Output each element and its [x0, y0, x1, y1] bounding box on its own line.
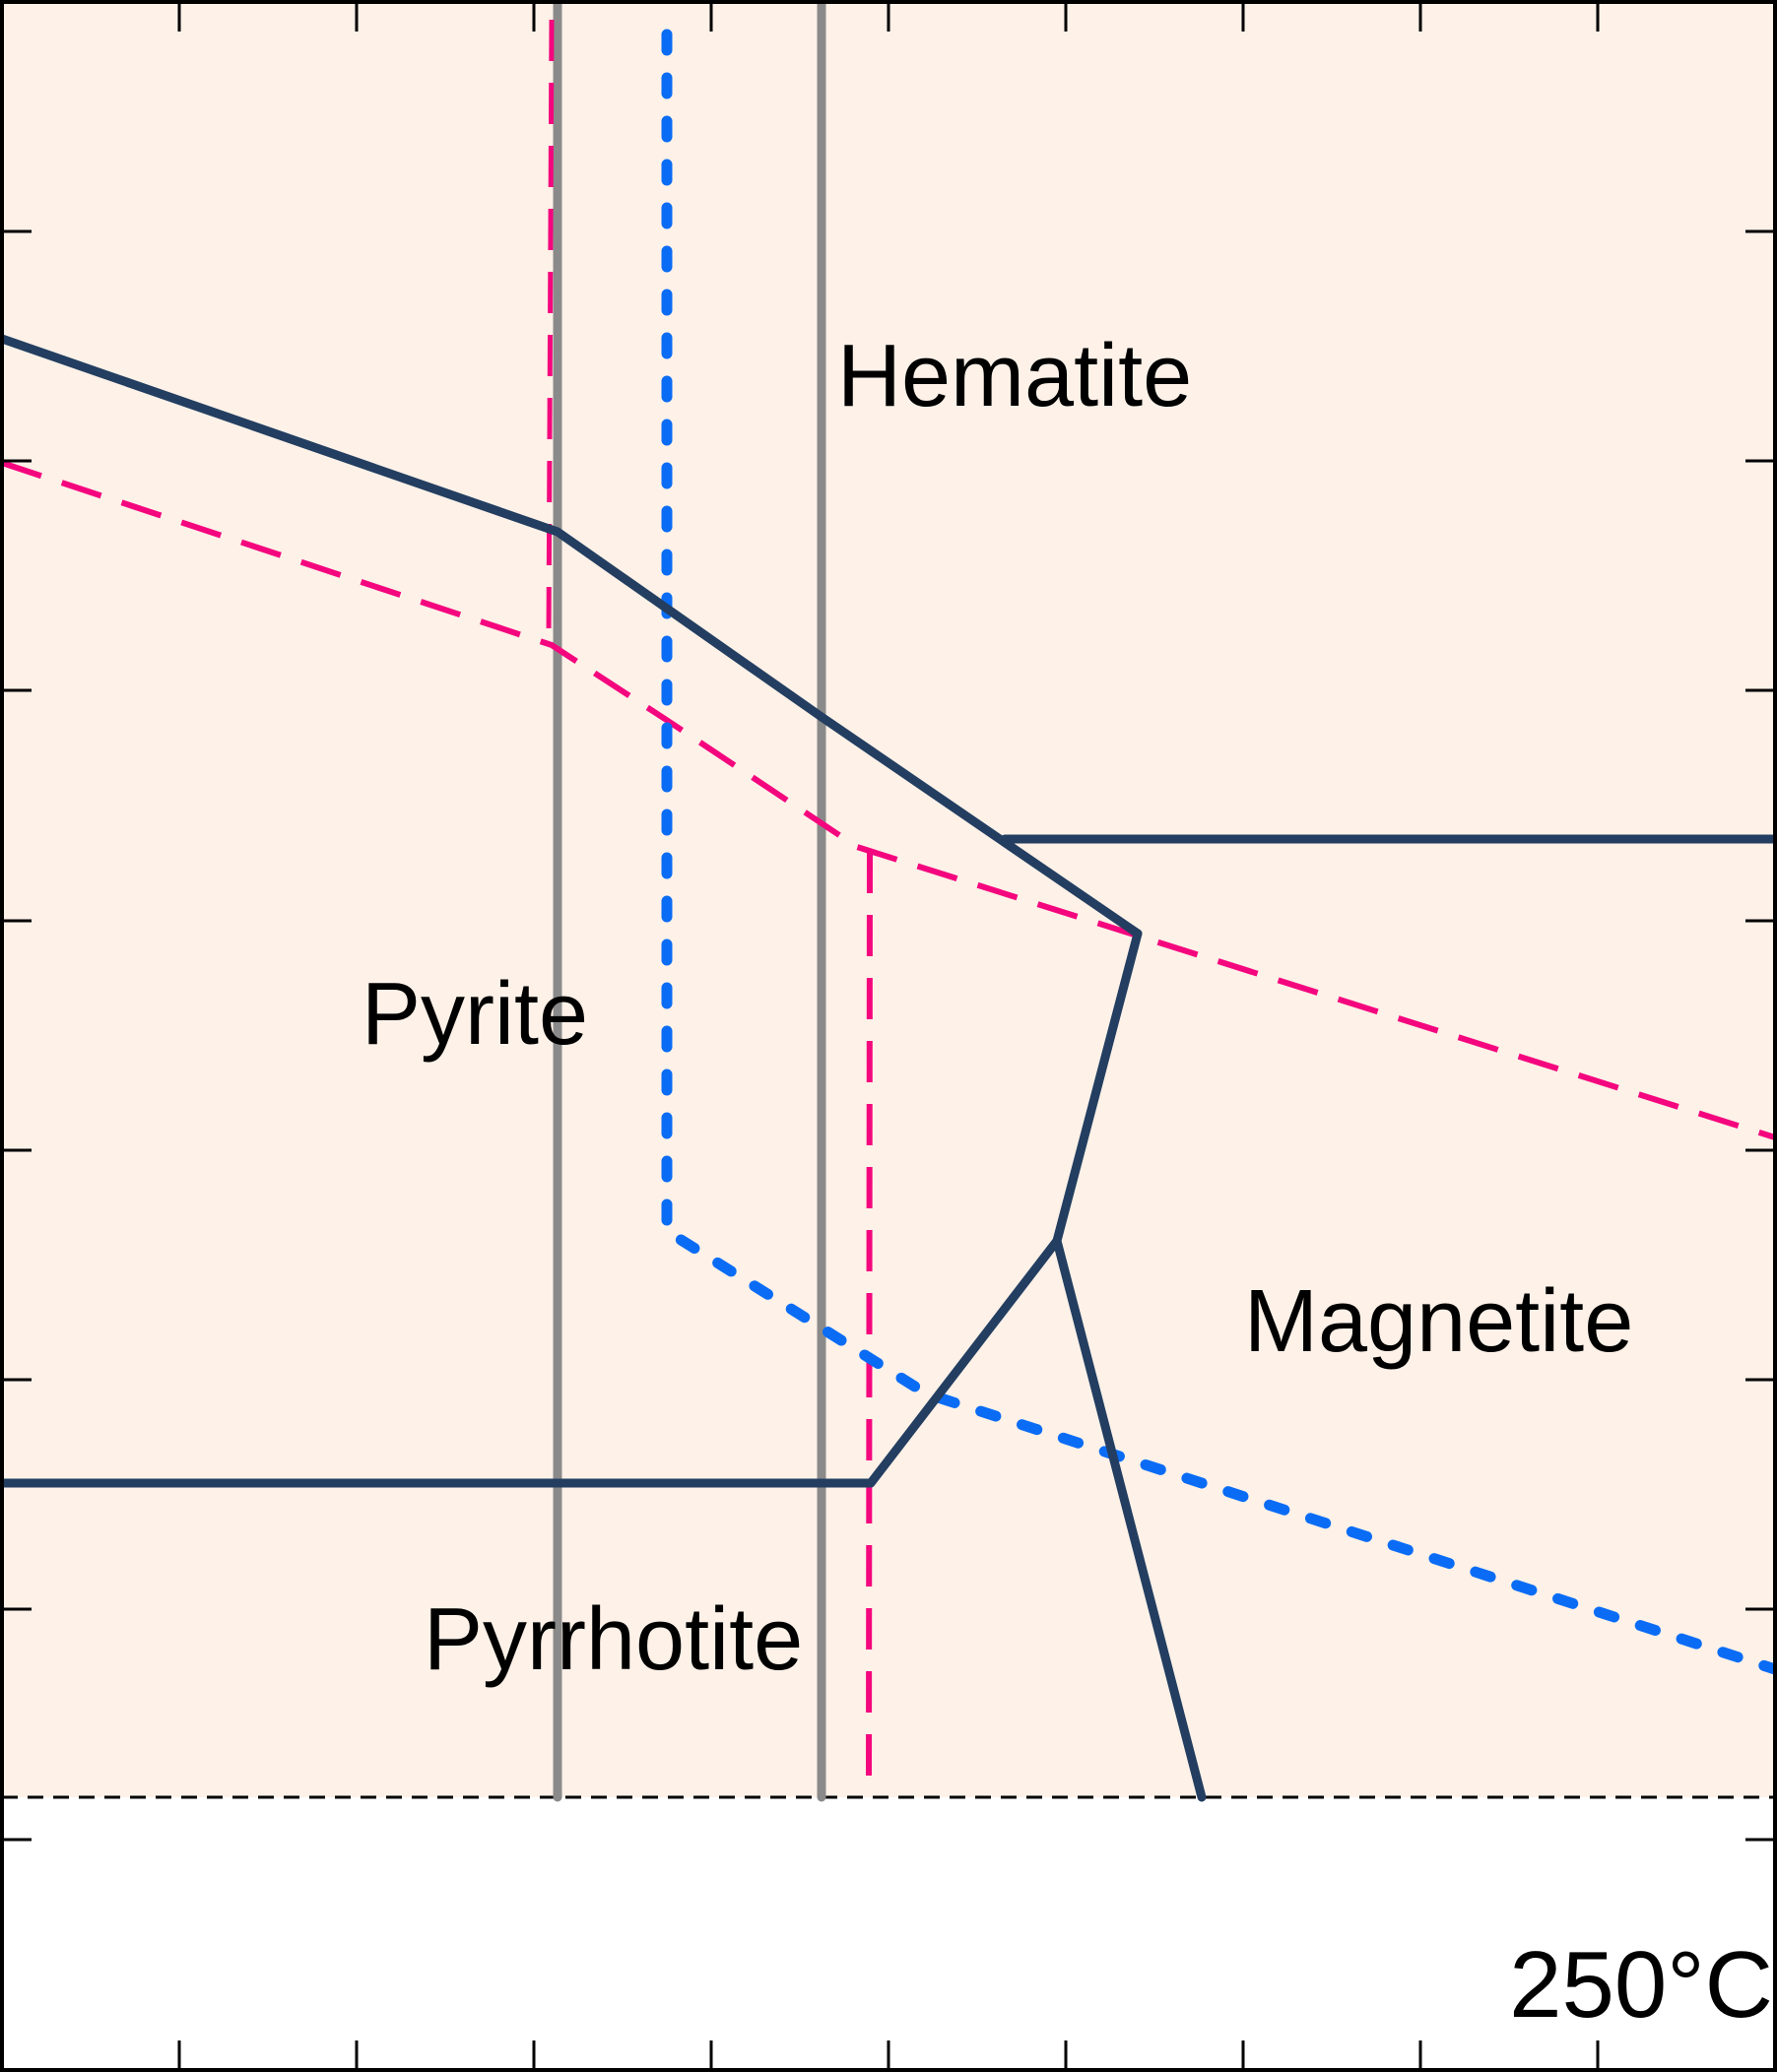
phase-boundaries — [0, 334, 1777, 1802]
pink-dashed-boundary-vertical-right — [866, 851, 873, 1798]
blue-dotted-boundary — [661, 29, 1777, 1675]
pyrrhotite-field-label: Pyrrhotite — [424, 1590, 803, 1689]
pyrite-magnetite-boundary — [1052, 929, 1143, 1246]
pyrrhotite-magnetite-boundary — [1052, 1236, 1207, 1802]
hematite-pyrite-boundary — [0, 334, 1143, 939]
hematite-field-label: Hematite — [837, 327, 1192, 425]
magnetite-field-label: Magnetite — [1244, 1272, 1633, 1371]
pink-dashed-boundary-sloped — [1, 460, 1776, 1140]
temperature-label: 250°C — [1509, 1932, 1773, 2038]
pyrite-pyrrhotite-boundary — [0, 1236, 1062, 1488]
pink-dashed-boundary-vertical-left — [546, 19, 555, 646]
stability-field-background — [2, 2, 1775, 1797]
pyrite-field-label: Pyrite — [362, 965, 588, 1064]
